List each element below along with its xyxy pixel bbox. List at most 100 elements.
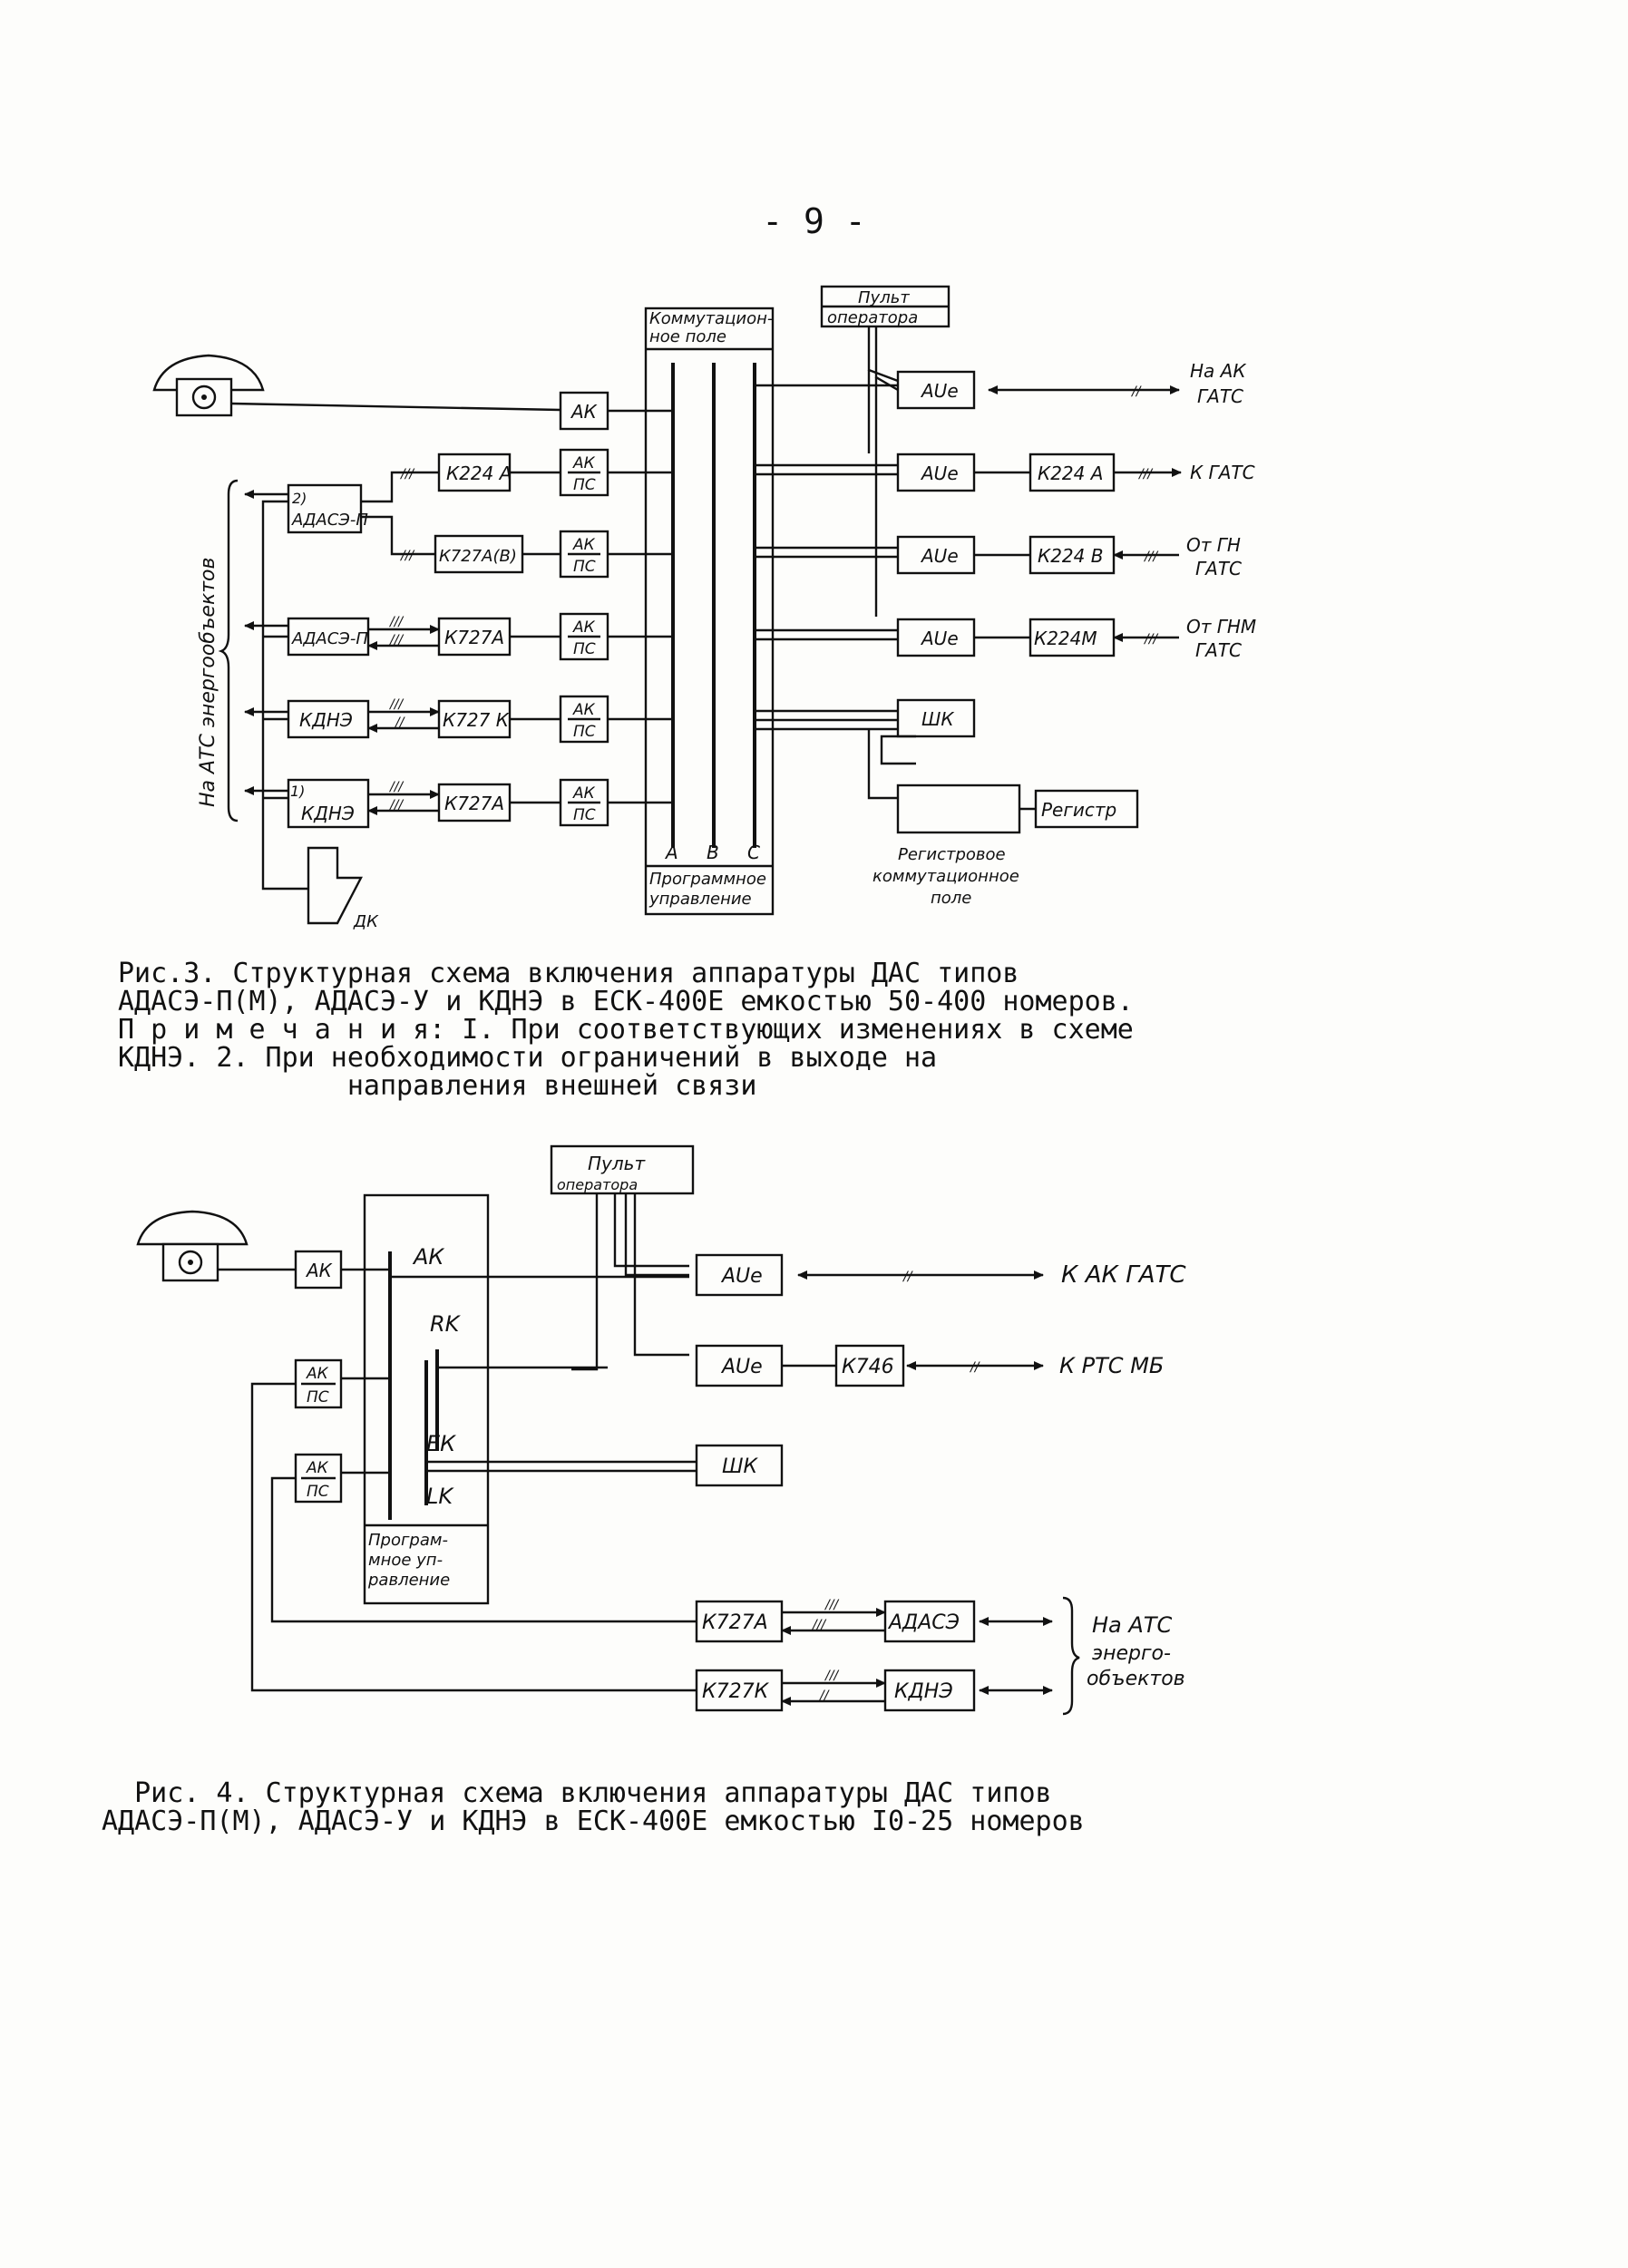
telephone-icon — [152, 354, 265, 417]
svg-text:АUе: АUе — [920, 628, 959, 649]
svg-text:ШК: ШК — [722, 1455, 759, 1478]
svg-text:АК: АК — [306, 1459, 329, 1477]
svg-text:АК: АК — [572, 536, 596, 554]
aue-boxes: АUе АUе АUе АUе ШК Регистр — [896, 370, 1139, 834]
svg-text:ПС: ПС — [573, 476, 596, 494]
svg-text:Пульт: Пульт — [858, 288, 910, 307]
kdne-box-2 — [287, 778, 370, 829]
svg-text:///: /// — [399, 467, 414, 482]
reg-field-box — [896, 784, 1021, 834]
svg-text:КДНЭ: КДНЭ — [299, 709, 353, 731]
figure-4-diagram: АК Програм- мное уп- равление АК RK ЕК L… — [136, 1144, 1186, 1716]
svg-text:АUе: АUе — [920, 462, 959, 484]
svg-text:оператора: оператора — [827, 308, 918, 327]
svg-text:ПС: ПС — [573, 806, 596, 824]
svg-text:///: /// — [1137, 467, 1153, 482]
operator-console-box-2 — [550, 1144, 695, 1195]
field-label-1: Коммутацион- — [649, 309, 773, 328]
svg-text:///: /// — [388, 798, 404, 813]
figure-3-caption: Рис.3. Структурная схема включения аппар… — [118, 958, 1134, 1102]
svg-text:К746: К746 — [842, 1356, 894, 1378]
svg-text:АК: АК — [306, 1365, 329, 1383]
svg-text:К727К: К727К — [702, 1680, 770, 1703]
svg-text:К727А(В): К727А(В) — [439, 547, 517, 566]
aue-box-4 — [896, 618, 976, 657]
k727a-box — [437, 617, 512, 657]
svg-text:АUе: АUе — [720, 1265, 763, 1288]
svg-text:объектов: объектов — [1087, 1668, 1185, 1690]
page-number: - 9 - — [762, 201, 866, 241]
svg-text:АUе: АUе — [920, 380, 959, 402]
svg-text:АДАСЭ-П: АДАСЭ-П — [291, 511, 368, 530]
out-3b: ГАТС — [1195, 558, 1242, 579]
svg-text:К224 А: К224 А — [1038, 462, 1103, 484]
svg-text://: // — [969, 1360, 980, 1375]
svg-text:АК: АК — [572, 454, 596, 472]
svg-text:АК: АК — [412, 1244, 444, 1270]
aue-box-5 — [695, 1253, 784, 1297]
aue-box-1 — [896, 370, 976, 410]
svg-text:ПС: ПС — [573, 640, 596, 658]
svg-text:ПС: ПС — [573, 558, 596, 576]
out-4b: ГАТС — [1195, 639, 1242, 661]
svg-text:мное уп-: мное уп- — [368, 1551, 443, 1570]
svg-text://: // — [394, 715, 405, 730]
figure-4-caption: Рис. 4. Структурная схема включения аппа… — [102, 1777, 1085, 1837]
figure-3-diagram: Коммутацион- ное поле A B C Программное … — [152, 285, 1256, 931]
svg-text:2): 2) — [292, 490, 307, 507]
bus-label-a: A — [664, 842, 678, 863]
svg-text:LK: LK — [426, 1484, 454, 1509]
out-2: К ГАТС — [1190, 462, 1255, 483]
svg-text:///: /// — [824, 1669, 839, 1683]
svg-text:КДНЭ: КДНЭ — [301, 803, 355, 824]
svg-text:К727А: К727А — [702, 1611, 768, 1634]
program-label-2: управление — [648, 890, 752, 909]
svg-text:ПС: ПС — [307, 1483, 329, 1501]
svg-text:К727А: К727А — [444, 627, 504, 648]
out-1a: На АК — [1190, 360, 1246, 382]
svg-text:///: /// — [1143, 632, 1158, 647]
svg-text:К224М: К224М — [1034, 628, 1097, 649]
svg-text:АК: АК — [305, 1260, 333, 1281]
svg-text:1): 1) — [290, 783, 305, 800]
svg-text:Регистр: Регистр — [1041, 799, 1116, 821]
svg-text:///: /// — [388, 633, 404, 647]
svg-text:К224 В: К224 В — [1038, 545, 1103, 567]
svg-text:АUе: АUе — [720, 1356, 763, 1378]
svg-text:АДАСЭ: АДАСЭ — [887, 1611, 960, 1634]
aue-box-2 — [896, 453, 976, 492]
k727a2-box — [437, 783, 512, 823]
svg-text:ПС: ПС — [573, 723, 596, 741]
sk-box — [896, 698, 976, 738]
dk-label: ДК — [353, 912, 379, 931]
svg-text:///: /// — [824, 1598, 839, 1612]
bus-label-c: C — [747, 842, 760, 863]
side-label: На АТС энергообъектов — [197, 558, 219, 807]
svg-text:Програм-: Програм- — [368, 1531, 448, 1550]
k727a-box-fig4 — [695, 1600, 784, 1643]
svg-text:///: /// — [388, 697, 404, 712]
switching-field: Коммутацион- ное поле A B C Программное … — [644, 307, 775, 916]
svg-text:АUе: АUе — [920, 545, 959, 567]
field-label-2: ное поле — [649, 327, 726, 346]
register-box — [1034, 789, 1139, 829]
adase-kdne-boxes: 2) АДАСЭ-П АДАСЭ-П КДНЭ 1) КДНЭ — [287, 483, 370, 829]
ak-label: АК — [570, 401, 598, 423]
svg-text:ПС: ПС — [307, 1388, 329, 1407]
kdne-box-fig4 — [883, 1669, 976, 1712]
out-fig4-1: К АК ГАТС — [1061, 1261, 1186, 1289]
svg-text:оператора: оператора — [557, 1176, 638, 1193]
out-3a: От ГН — [1186, 534, 1241, 556]
svg-text:АДАСЭ-П: АДАСЭ-П — [291, 629, 368, 648]
svg-text:ШК: ШК — [921, 708, 954, 730]
svg-text:К727А: К727А — [444, 793, 504, 814]
reg-field-label-2: коммутационное — [872, 867, 1019, 886]
telephone-icon-2 — [136, 1210, 249, 1282]
svg-text:энерго-: энерго- — [1092, 1642, 1171, 1665]
out-4a: От ГНМ — [1186, 616, 1256, 638]
svg-text:///: /// — [388, 780, 404, 794]
out-1b: ГАТС — [1197, 385, 1243, 407]
sk-box-2 — [695, 1444, 784, 1487]
